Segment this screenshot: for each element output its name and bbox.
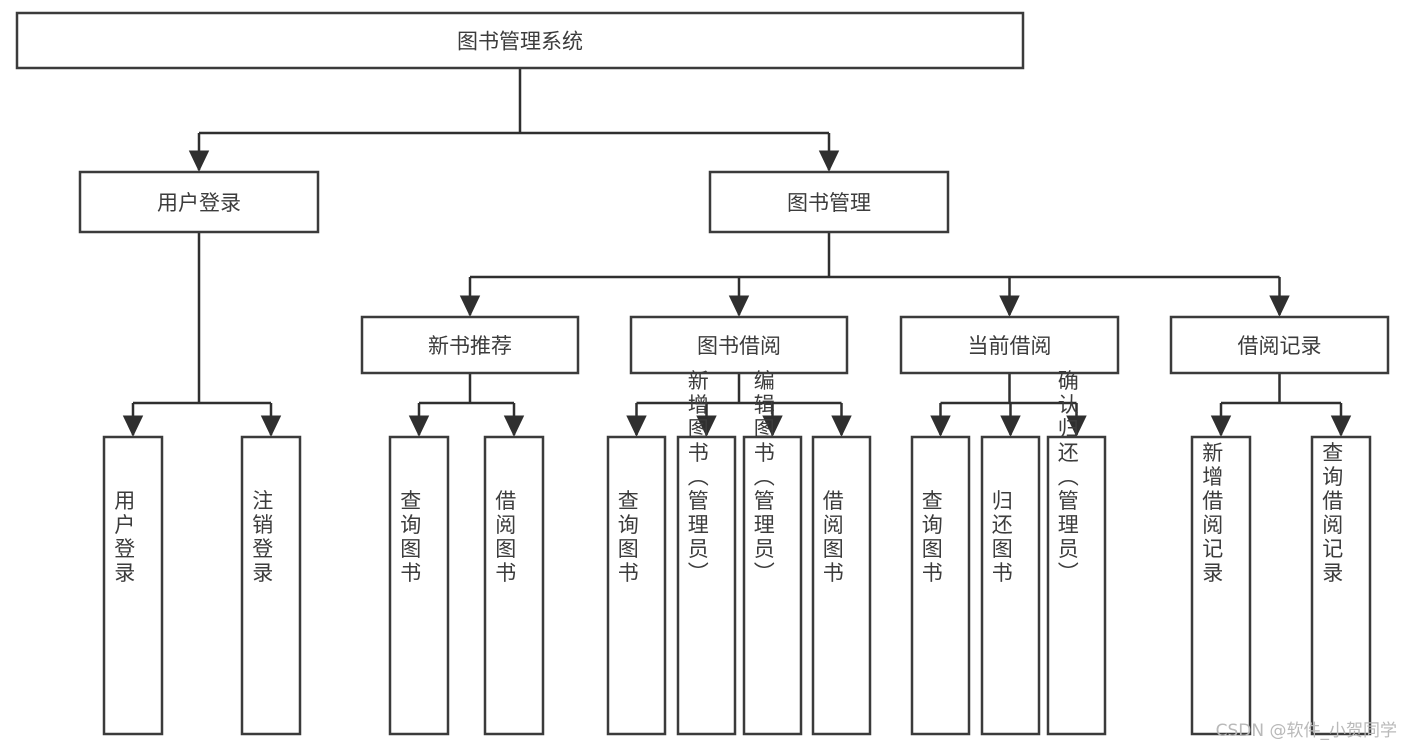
node-box (1310, 435, 1372, 736)
node-label: 用户登录 (112, 490, 136, 586)
leaf-node-查询借阅记录[interactable]: 查询借阅记录 (1310, 435, 1372, 736)
node-box (360, 315, 580, 375)
node-label: 图书管理 (787, 191, 871, 215)
node-box (742, 435, 803, 736)
node-box (980, 435, 1041, 736)
leaf-node-编辑图书管理员[interactable]: 编辑图书（管理员） (742, 370, 803, 736)
node-box (240, 435, 302, 736)
leaf-node-新增图书管理员[interactable]: 新增图书（管理员） (676, 370, 737, 736)
node-box (606, 435, 667, 736)
node-label: 编辑图书（管理员） (751, 370, 775, 586)
node-label: 图书借阅 (697, 334, 781, 358)
node-label: 查询图书 (919, 490, 943, 586)
leaf-node-用户登录[interactable]: 用户登录 (102, 435, 164, 736)
node-label: 新书推荐 (428, 334, 512, 358)
node-box (102, 435, 164, 736)
node-box (899, 315, 1120, 375)
node-box (483, 435, 545, 736)
level3-node-借阅记录[interactable]: 借阅记录 (1169, 315, 1390, 375)
level3-node-图书借阅[interactable]: 图书借阅 (629, 315, 849, 375)
node-label: 注销登录 (250, 490, 274, 586)
node-box (1046, 435, 1107, 736)
node-box (15, 11, 1025, 70)
csdn-watermark: CSDN @软件_小贺同学 (1215, 721, 1397, 741)
connector-layer (122, 68, 1352, 437)
leaf-node-注销登录[interactable]: 注销登录 (240, 435, 302, 736)
node-box (811, 435, 872, 736)
node-box (910, 435, 971, 736)
leaf-node-查询图书[interactable]: 查询图书 (606, 435, 667, 736)
node-label: 查询图书 (615, 490, 639, 586)
node-layer: 图书管理系统用户登录图书管理新书推荐图书借阅当前借阅借阅记录用户登录注销登录查询… (15, 11, 1390, 736)
node-label: 借阅图书 (493, 490, 517, 586)
leaf-node-新增借阅记录[interactable]: 新增借阅记录 (1190, 435, 1252, 736)
node-label: 新增图书（管理员） (685, 370, 709, 586)
leaf-node-归还图书[interactable]: 归还图书 (980, 435, 1041, 736)
level2-node-用户登录[interactable]: 用户登录 (78, 170, 320, 234)
level3-node-新书推荐[interactable]: 新书推荐 (360, 315, 580, 375)
node-label: 新增借阅记录 (1200, 442, 1224, 586)
node-label: 当前借阅 (968, 334, 1052, 358)
root-node-图书管理系统[interactable]: 图书管理系统 (15, 11, 1025, 70)
node-box (1190, 435, 1252, 736)
node-box (1169, 315, 1390, 375)
leaf-node-确认归还管理员[interactable]: 确认归还（管理员） (1046, 370, 1107, 736)
node-box (676, 435, 737, 736)
node-box (388, 435, 450, 736)
node-box (78, 170, 320, 234)
node-label: 借阅记录 (1238, 334, 1322, 358)
node-box (629, 315, 849, 375)
node-label: 确认归还（管理员） (1055, 370, 1079, 586)
node-label: 查询借阅记录 (1320, 442, 1344, 586)
node-label: 图书管理系统 (457, 30, 583, 54)
node-label: 归还图书 (989, 490, 1013, 586)
level2-node-图书管理[interactable]: 图书管理 (708, 170, 950, 234)
node-box (708, 170, 950, 234)
leaf-node-借阅图书[interactable]: 借阅图书 (483, 435, 545, 736)
node-label: 查询图书 (398, 490, 422, 586)
node-label: 借阅图书 (820, 490, 844, 586)
leaf-node-查询图书[interactable]: 查询图书 (388, 435, 450, 736)
node-label: 用户登录 (157, 191, 241, 215)
leaf-node-查询图书[interactable]: 查询图书 (910, 435, 971, 736)
level3-node-当前借阅[interactable]: 当前借阅 (899, 315, 1120, 375)
leaf-node-借阅图书[interactable]: 借阅图书 (811, 435, 872, 736)
